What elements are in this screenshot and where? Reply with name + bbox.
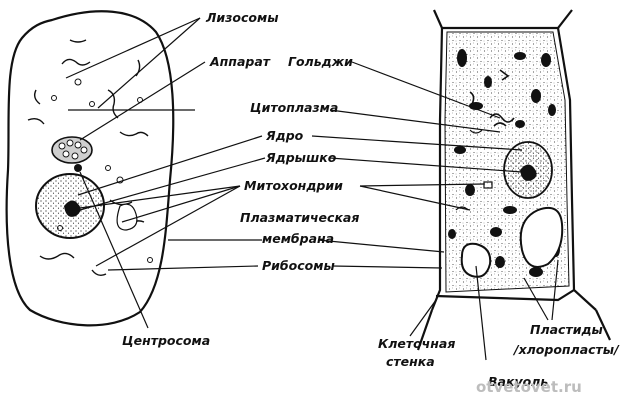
- watermark: otvetovet.ru: [476, 378, 582, 396]
- label-plasma-membrane-1: Плазматическая: [240, 210, 359, 225]
- animal-golgi: [51, 136, 93, 164]
- label-lysosomes: Лизосомы: [205, 10, 279, 25]
- plant-golgi: [469, 69, 515, 127]
- animal-vacuole: [116, 203, 138, 231]
- label-nucleolus: Ядрышко: [265, 150, 337, 165]
- plant-plastids: [448, 49, 560, 277]
- label-cell-wall-1: Клеточная: [378, 336, 455, 351]
- plant-vacuole-large: [519, 206, 564, 268]
- animal-nucleolus: [64, 200, 81, 217]
- plant-vacuole-small: [460, 242, 492, 278]
- animal-nucleus: [35, 173, 105, 239]
- label-plastids-2: /хлоропласты/: [512, 342, 620, 357]
- label-centrosome: Центросома: [122, 333, 210, 348]
- animal-centrosome: [74, 164, 82, 172]
- animal-cell-body: [5, 10, 175, 327]
- plant-cell-wall: [432, 9, 573, 30]
- label-apparatus: Аппарат: [209, 54, 271, 69]
- label-plasma-membrane-2: мембрана: [262, 231, 334, 246]
- label-cell-wall-2: стенка: [386, 354, 435, 369]
- plant-cell: [416, 9, 611, 351]
- label-mitochondria: Митохондрии: [244, 178, 343, 193]
- label-plastids-1: Пластиды: [530, 322, 603, 337]
- plant-nucleus: [503, 141, 553, 199]
- leader-lines: [65, 17, 559, 361]
- label-vacuole: Вакуоль: [488, 374, 548, 389]
- plant-nucleolus: [520, 164, 537, 181]
- label-cytoplasm: Цитоплазма: [250, 100, 338, 115]
- labels: Лизосомы Аппарат Гольджи Цитоплазма Ядро…: [122, 10, 620, 396]
- label-ribosomes: Рибосомы: [262, 258, 335, 273]
- label-golgi: Гольджи: [288, 54, 353, 69]
- animal-cell: [5, 10, 175, 327]
- label-nucleus: Ядро: [265, 128, 304, 143]
